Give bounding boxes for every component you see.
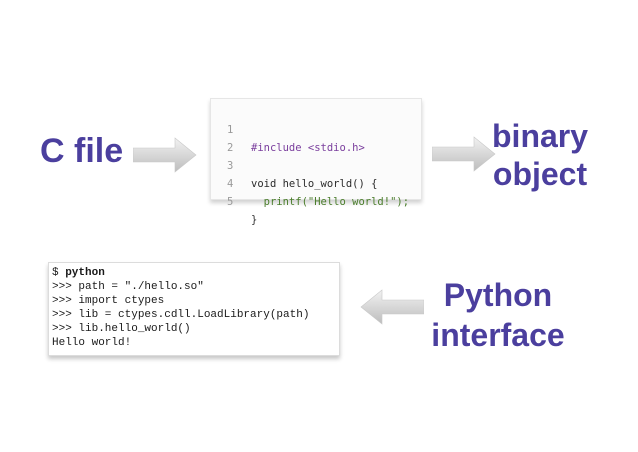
python-terminal-block: $ python >>> path = "./hello.so" >>> imp… [48,262,340,356]
code-line: 5 } [211,175,421,226]
terminal-line: >>> lib.hello_world() [52,323,191,335]
left-arrow-icon [360,289,424,325]
c-file-label: C file [40,132,124,170]
python-interface-line-1: Python [443,277,553,313]
code-text: #include <stdio.h> [251,142,365,154]
terminal-prompt: $ [52,267,66,279]
code-line: 4 printf("Hello world!"); [211,157,421,208]
code-line: 3 void hello_world() { [211,139,421,190]
python-interface-label: Python interface [428,275,568,355]
right-arrow-icon [432,136,496,172]
c-code-block: 1 #include <stdio.h> 2 3 void hello_worl… [210,98,422,226]
terminal-command: python [65,267,105,279]
line-number: 3 [227,160,234,172]
right-arrow-icon [133,137,197,173]
terminal-command-line: $ python [52,266,105,280]
terminal-line: >>> lib = ctypes.cdll.LoadLibrary(path) [52,309,310,321]
code-text: void hello_world() { [251,178,378,190]
line-number: 2 [227,142,234,154]
binary-object-line-1: binary [492,118,589,154]
code-line: 2 [211,121,421,154]
python-interface-line-2: interface [431,317,565,353]
terminal-output: Hello world! [52,337,132,349]
terminal-line: >>> import ctypes [52,295,165,307]
line-number: 4 [227,178,234,190]
code-text: printf("Hello world!"); [251,196,410,208]
terminal-line: >>> path = "./hello.so" [52,281,204,293]
line-number: 5 [227,196,234,208]
code-text: } [251,214,258,226]
binary-object-line-2: object [492,156,588,192]
binary-object-label: binary object [492,117,588,193]
code-line: 1 #include <stdio.h> [211,103,421,154]
line-number: 1 [227,124,234,136]
